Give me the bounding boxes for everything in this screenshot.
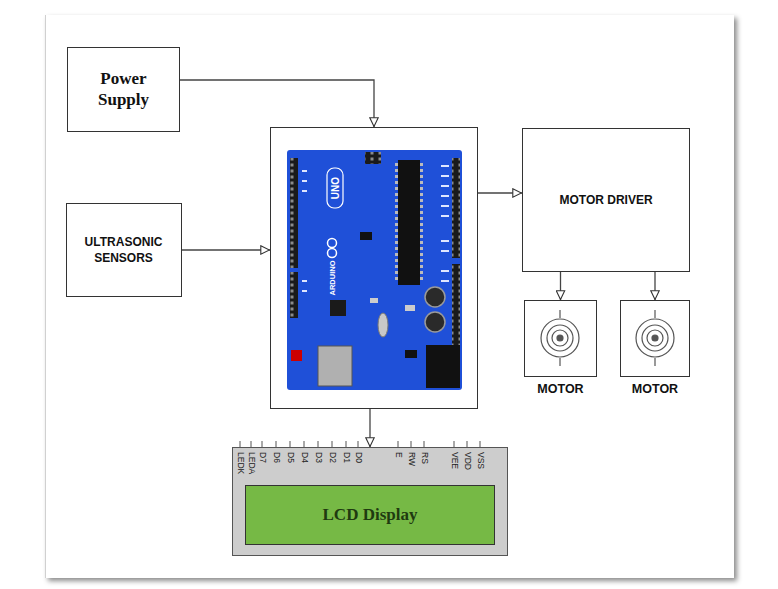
motor-box: MOTOR: [620, 300, 690, 377]
controller-box: UNO ARDUINO: [270, 127, 478, 409]
motor-symbol: [636, 310, 674, 366]
box-label: MOTOR DRIVER: [559, 192, 652, 208]
signal-arrow: [560, 272, 561, 300]
pin-label: D3: [314, 452, 323, 463]
box-label: ULTRASONIC SENSORS: [76, 234, 172, 266]
pin-label: D1: [342, 452, 351, 463]
pin-label: LEDA: [247, 452, 256, 474]
motor-symbol: [541, 310, 579, 366]
driver-box: MOTOR DRIVER: [522, 128, 690, 272]
pin-label: VDD: [463, 452, 472, 470]
motor-label: MOTOR: [632, 381, 678, 398]
pin-label: D6: [272, 452, 281, 463]
pin-label: D0: [354, 452, 363, 463]
motor-label: MOTOR: [537, 381, 583, 398]
pin-label: VEE: [450, 452, 459, 469]
board-label: UNO: [330, 173, 342, 203]
motor-box: MOTOR: [524, 300, 597, 377]
box-label: Power Supply: [88, 69, 160, 110]
pin-label: RW: [407, 452, 416, 466]
signal-arrow: [180, 80, 374, 127]
signal-arrow: [478, 192, 522, 193]
signal-arrow: [654, 272, 655, 300]
pin-label: VSS: [476, 452, 485, 469]
pin-label: E: [394, 452, 403, 458]
input-box: ULTRASONIC SENSORS: [66, 203, 182, 297]
pin-label: D7: [258, 452, 267, 463]
pin-label: D5: [286, 452, 295, 463]
pin-label: D4: [300, 452, 309, 463]
signal-arrow: [182, 249, 271, 250]
input-box: Power Supply: [67, 47, 180, 132]
signal-arrow: [369, 409, 370, 447]
arduino-board: [287, 150, 462, 390]
board-label: ARDUINO: [328, 253, 338, 303]
pin-label: RS: [420, 452, 429, 464]
pin-label: D2: [328, 452, 337, 463]
lcd-label: LCD Display: [323, 505, 418, 525]
pin-label: LEDK: [236, 452, 245, 474]
lcd-screen: LCD Display: [245, 485, 495, 545]
